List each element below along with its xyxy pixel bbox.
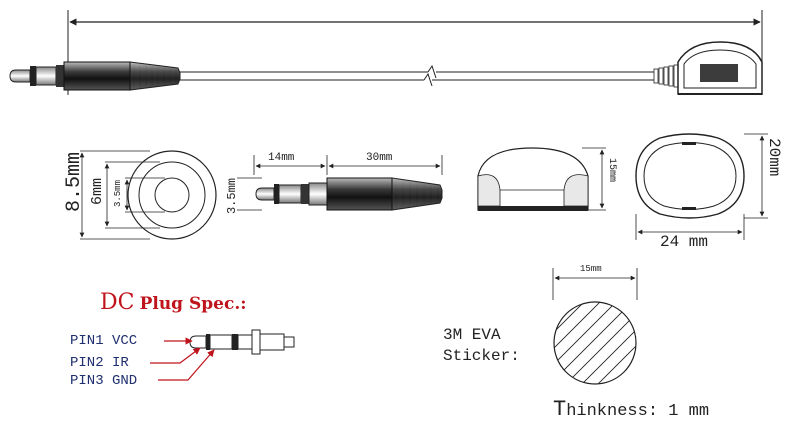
receiver-top-view xyxy=(635,133,768,240)
dim-8-5mm: 8.5mm xyxy=(63,152,86,213)
dc-title-rest: Plug Spec.: xyxy=(139,294,247,314)
dim-3-5mm-inner: 3.5mm xyxy=(113,180,123,208)
thickness-rest: hinkness: 1 mm xyxy=(566,402,710,421)
dc-plug-spec-title: DC Plug Spec.: xyxy=(100,292,247,314)
plug-side-view xyxy=(237,155,443,211)
dim-6mm: 6mm xyxy=(89,178,106,206)
full-cable-plug xyxy=(9,61,181,91)
sticker-label-line1: 3M EVA xyxy=(443,326,501,344)
receiver-side-view xyxy=(477,147,606,211)
dim-24mm: 24 mm xyxy=(660,233,709,251)
sticker-thickness: Thinkness: 1 mm xyxy=(553,399,709,421)
dim-15mm-side: 15mm xyxy=(606,158,617,183)
pin3-label: PIN3 GND xyxy=(70,373,138,389)
pin1-label: PIN1 VCC xyxy=(70,333,138,349)
thickness-first-letter: T xyxy=(553,397,567,422)
dim-3-5mm-plug: 3.5mm xyxy=(225,178,239,215)
eva-sticker-diagram xyxy=(552,268,638,385)
dim-14mm: 14mm xyxy=(268,152,295,164)
dim-30mm: 30mm xyxy=(366,152,393,164)
full-cable-receiver xyxy=(653,41,763,95)
dc-plug-pin-diagram xyxy=(150,329,295,381)
pin2-label: PIN2 IR xyxy=(70,355,129,371)
dim-15mm-sticker: 15mm xyxy=(580,264,602,274)
plug-front-view xyxy=(79,150,217,240)
sticker-label-line2: Sticker: xyxy=(443,347,520,365)
dim-20mm: 20mm xyxy=(765,138,783,177)
full-cable-wire xyxy=(180,64,655,87)
dc-title-big: DC xyxy=(100,290,135,315)
